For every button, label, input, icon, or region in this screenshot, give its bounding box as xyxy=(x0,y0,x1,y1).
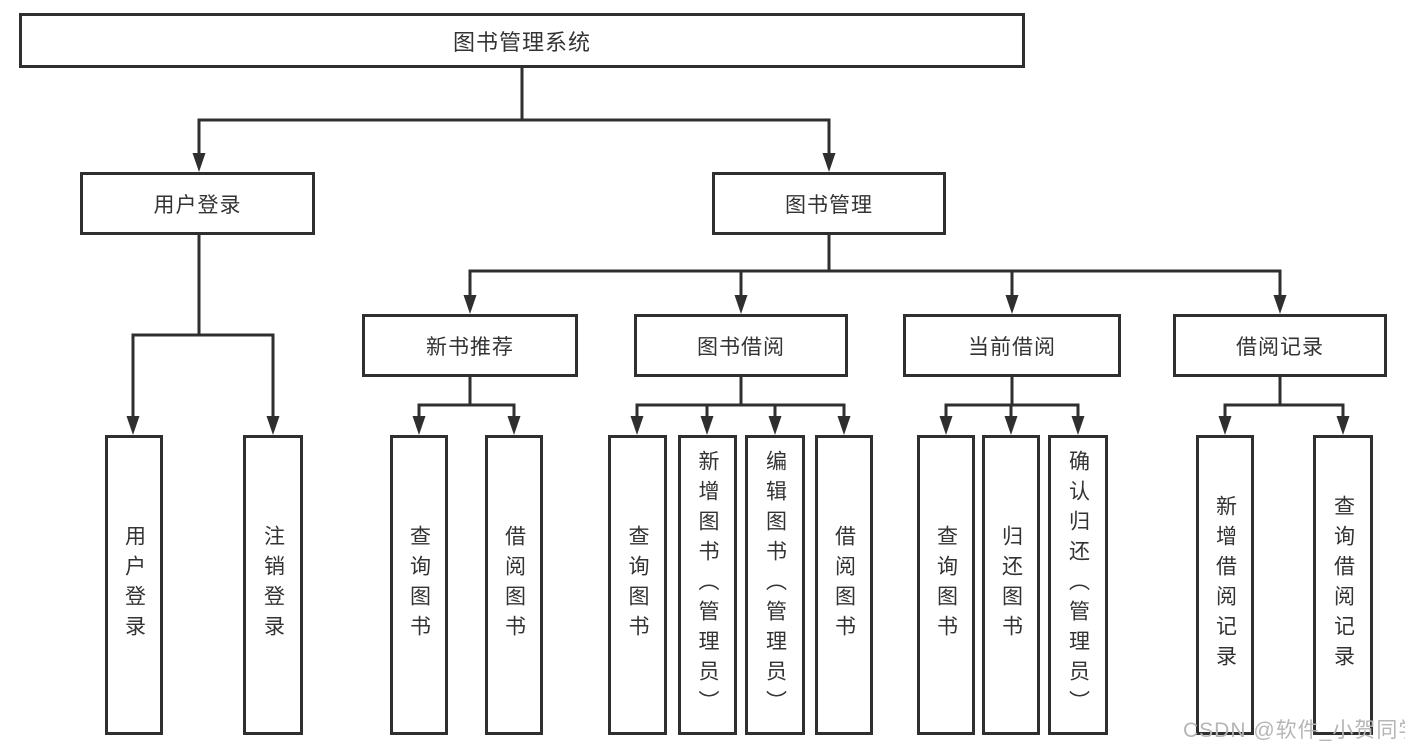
node-current-borrow: 当前借阅 xyxy=(903,314,1121,377)
leaf-nr-borrow-books: 借阅图书 xyxy=(485,435,543,735)
leaf-nr-query-books: 查询图书 xyxy=(390,435,448,735)
leaf-br-query-record-label: 查询借阅记录 xyxy=(1331,495,1355,675)
leaf-logout: 注销登录 xyxy=(243,435,303,735)
leaf-bb-edit-books-admin: 编辑图书（管理员） xyxy=(745,435,805,735)
leaf-bb-query-books-label: 查询图书 xyxy=(626,525,649,645)
leaf-bb-add-books-admin-label: 新增图书（管理员） xyxy=(696,450,719,720)
leaf-cb-confirm-return-admin-label: 确认归还（管理员） xyxy=(1066,450,1090,720)
node-user-login-label: 用户登录 xyxy=(153,193,242,217)
node-book-management-label: 图书管理 xyxy=(785,193,873,217)
leaf-bb-edit-books-admin-label: 编辑图书（管理员） xyxy=(763,450,787,720)
node-book-management: 图书管理 xyxy=(712,172,946,235)
leaf-br-query-record: 查询借阅记录 xyxy=(1313,435,1373,735)
node-new-book-recommend-label: 新书推荐 xyxy=(426,335,514,359)
leaf-nr-borrow-books-label: 借阅图书 xyxy=(502,525,526,645)
node-current-borrow-label: 当前借阅 xyxy=(968,335,1056,359)
leaf-cb-query-books: 查询图书 xyxy=(917,435,975,735)
node-new-book-recommend: 新书推荐 xyxy=(362,314,578,377)
leaf-nr-query-books-label: 查询图书 xyxy=(407,525,431,645)
node-book-borrow: 图书借阅 xyxy=(634,314,848,377)
node-borrow-records-label: 借阅记录 xyxy=(1236,335,1324,359)
leaf-cb-query-books-label: 查询图书 xyxy=(934,525,958,645)
leaf-bb-borrow-books: 借阅图书 xyxy=(815,435,873,735)
node-user-login: 用户登录 xyxy=(80,172,315,235)
leaf-bb-query-books: 查询图书 xyxy=(608,435,667,735)
leaf-user-login: 用户登录 xyxy=(105,435,163,735)
leaf-cb-confirm-return-admin: 确认归还（管理员） xyxy=(1048,435,1108,735)
leaf-bb-add-books-admin: 新增图书（管理员） xyxy=(678,435,737,735)
node-book-borrow-label: 图书借阅 xyxy=(697,335,785,359)
node-borrow-records: 借阅记录 xyxy=(1173,314,1387,377)
leaf-logout-label: 注销登录 xyxy=(261,525,285,645)
leaf-br-add-record-label: 新增借阅记录 xyxy=(1213,495,1237,675)
watermark: CSDN @软件_小贺同学 xyxy=(1183,719,1405,742)
leaf-user-login-label: 用户登录 xyxy=(122,525,146,645)
leaf-cb-return-books: 归还图书 xyxy=(982,435,1040,735)
node-root: 图书管理系统 xyxy=(19,13,1025,68)
leaf-cb-return-books-label: 归还图书 xyxy=(999,525,1023,645)
node-root-label: 图书管理系统 xyxy=(452,29,591,55)
leaf-br-add-record: 新增借阅记录 xyxy=(1196,435,1254,735)
leaf-bb-borrow-books-label: 借阅图书 xyxy=(832,525,856,645)
